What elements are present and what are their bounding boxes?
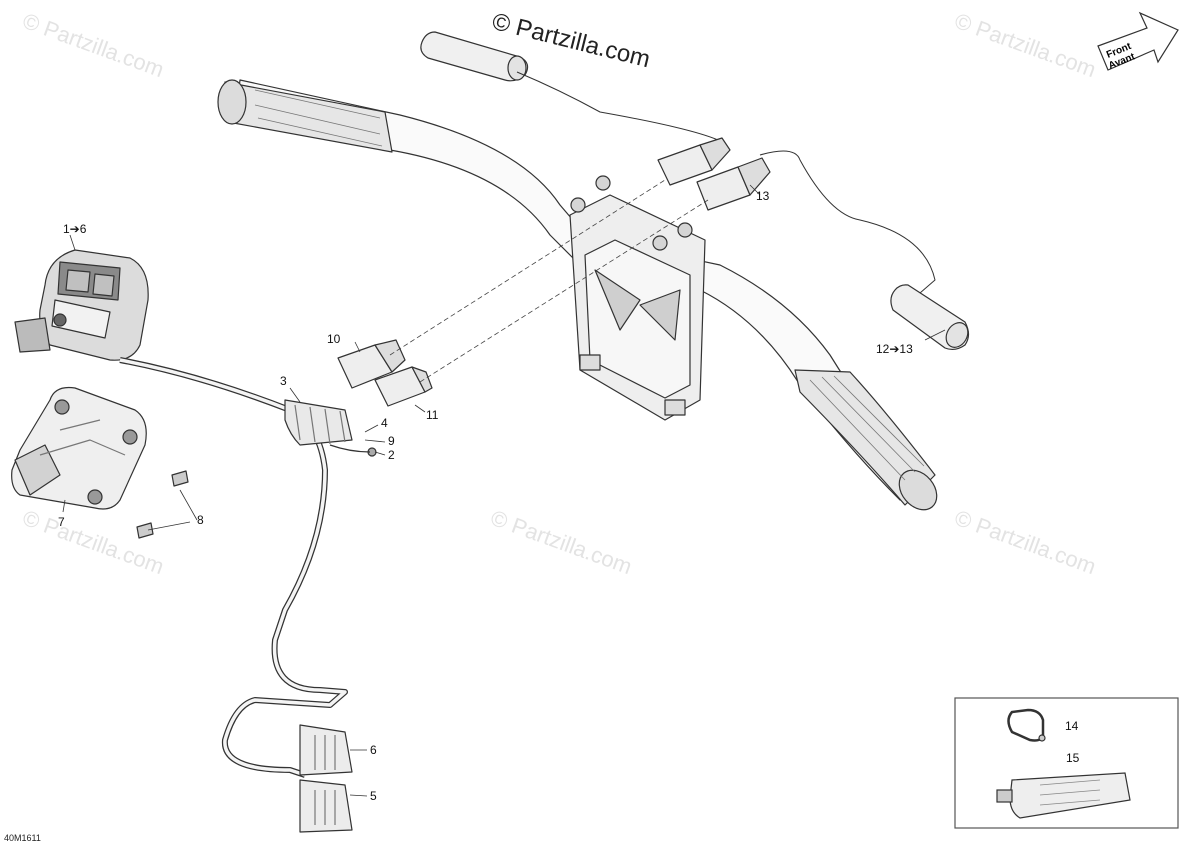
bolt-icon [652, 235, 668, 251]
callout-2: 2 [388, 448, 395, 462]
switch-housing [11, 386, 147, 510]
connector-3 [284, 399, 353, 446]
accessory-inset [954, 697, 1179, 829]
diagram-code: 40M1611 [4, 833, 41, 843]
callout-12-13: 12➔13 [876, 342, 913, 356]
left-control-switch [14, 249, 149, 361]
screw-icon [136, 522, 154, 539]
callout-5: 5 [370, 789, 377, 803]
callout-15: 15 [1066, 751, 1080, 765]
bolt-icon [595, 175, 611, 191]
grip-heater-tube-left [420, 31, 529, 82]
callout-4: 4 [381, 416, 388, 430]
bolt-icon [677, 222, 693, 238]
connector-6 [299, 724, 353, 776]
left-grip [224, 81, 393, 153]
front-direction-badge: Front Avant [1097, 11, 1179, 72]
callout-7: 7 [58, 515, 65, 529]
screw-icon [171, 470, 189, 487]
callout-1-6: 1➔6 [63, 222, 87, 236]
callout-9: 9 [388, 434, 395, 448]
bolt-icon [570, 197, 586, 213]
callout-10: 10 [327, 332, 341, 346]
callout-13: 13 [756, 189, 770, 203]
callout-6: 6 [370, 743, 377, 757]
handlebar [217, 79, 938, 511]
callout-3: 3 [280, 374, 287, 388]
handlebar-riser [569, 175, 706, 421]
callout-14: 14 [1065, 719, 1079, 733]
connector-5 [299, 779, 353, 833]
callout-8: 8 [197, 513, 204, 527]
callout-11: 11 [426, 408, 439, 422]
